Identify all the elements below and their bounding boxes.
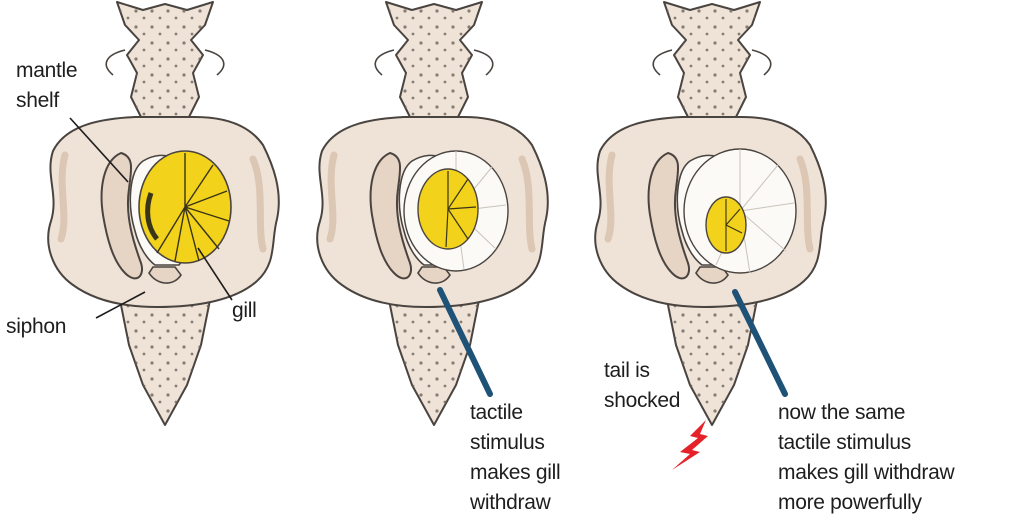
gill-partial: [404, 151, 508, 271]
label-tactile-stimulus: tactile stimulus makes gill withdraw: [470, 398, 560, 518]
shock-icon: [672, 420, 708, 470]
label-gill: gill: [232, 296, 256, 326]
label-tail-shocked: tail is shocked: [604, 356, 680, 416]
gill-withdrawn: [684, 149, 796, 273]
label-now-same-stimulus: now the same tactile stimulus makes gill…: [778, 398, 954, 518]
slug-figure-baseline: [48, 2, 279, 425]
slug-figure-tactile: [317, 2, 548, 425]
label-mantle-shelf: mantle shelf: [16, 56, 77, 116]
gill-extended: [139, 151, 231, 263]
label-siphon: siphon: [6, 312, 66, 342]
